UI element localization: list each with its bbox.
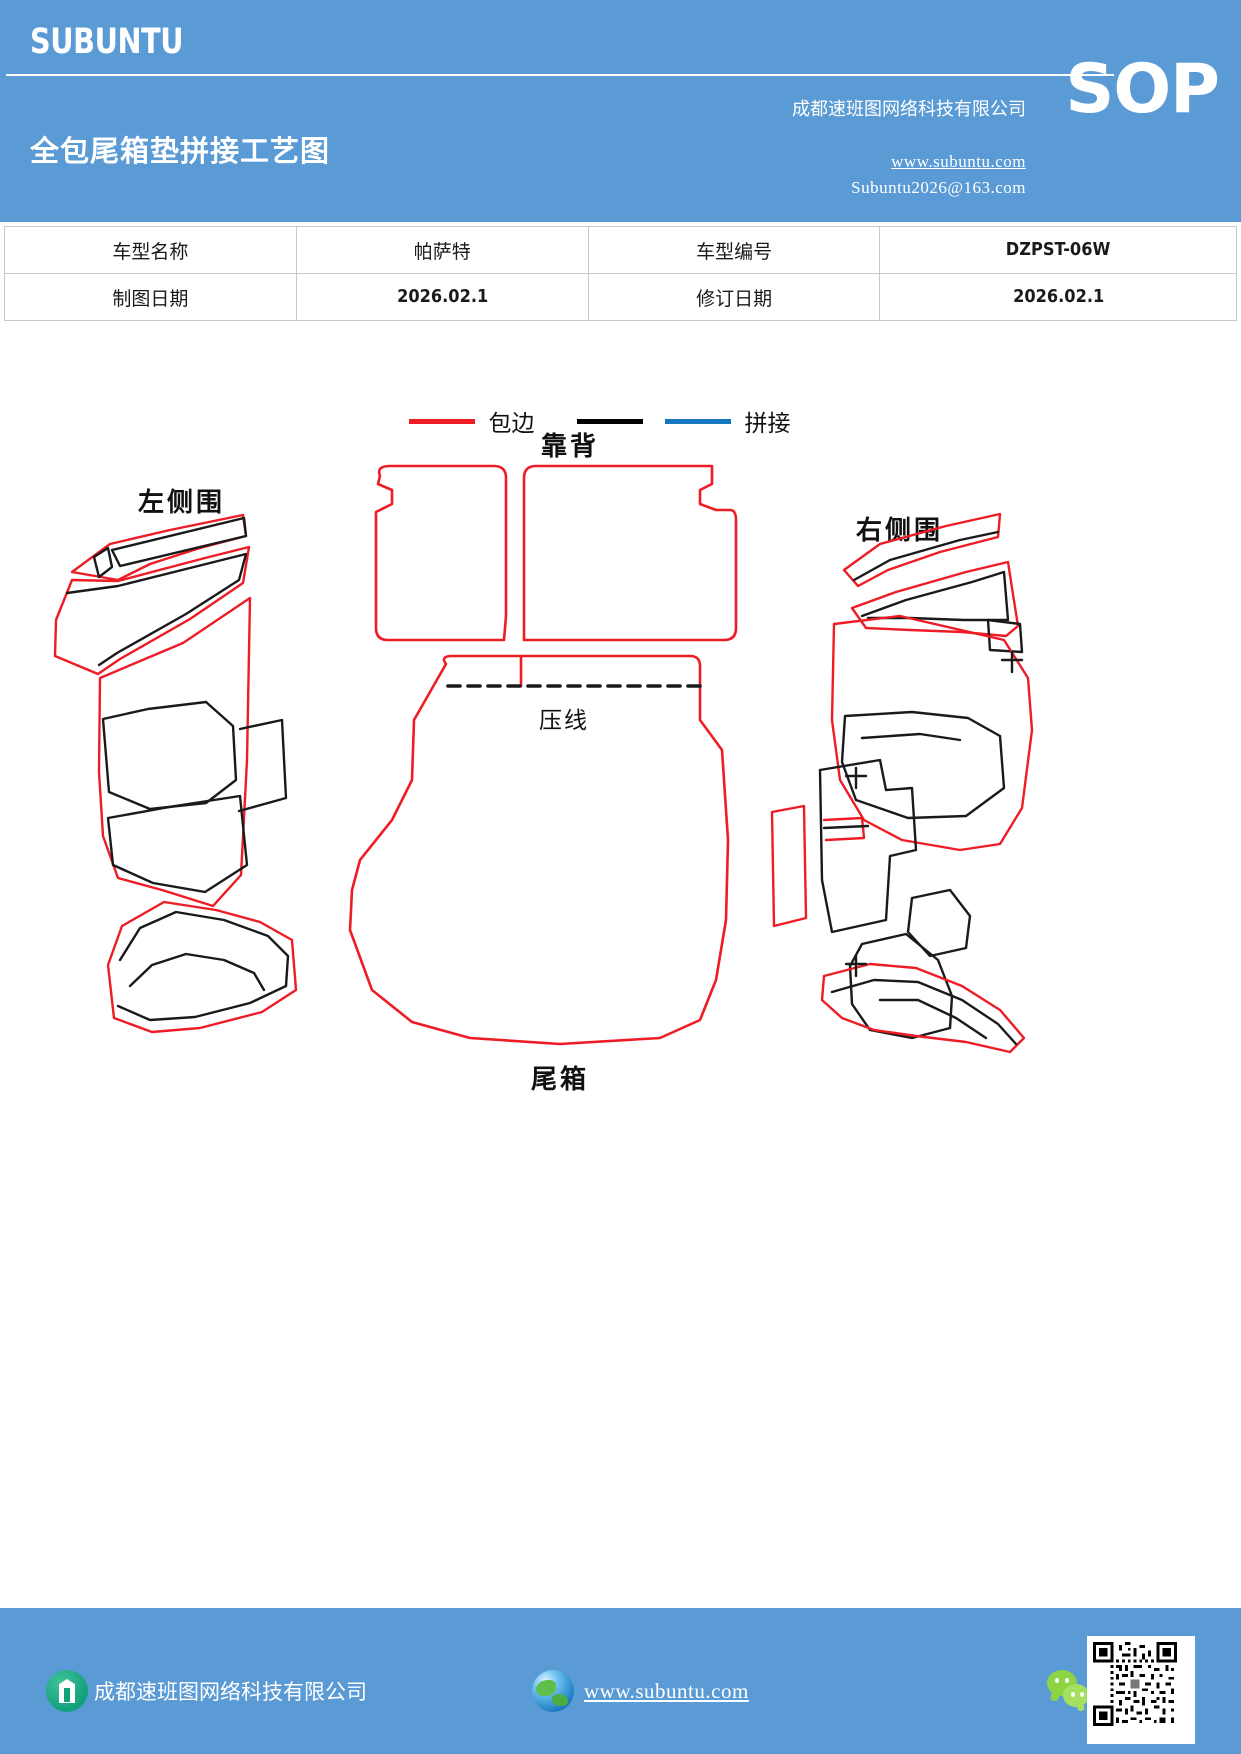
right-panel-piece-5: [822, 816, 866, 842]
legend-swatch-blue: [664, 418, 731, 424]
trunk-mat-outline: [348, 654, 730, 1046]
value-draw-date: 2026.02.1: [295, 273, 589, 321]
label-draw-date: 制图日期: [4, 273, 297, 321]
wechat-eye-4: [1080, 1692, 1084, 1697]
legend-swatch-red: [408, 418, 475, 424]
legend-item-binding: 包边: [408, 404, 577, 438]
footer-website-link[interactable]: www.subuntu.com: [584, 1678, 749, 1703]
label-revise-date: 修订日期: [587, 273, 881, 321]
part-label-backrest: 靠背: [541, 432, 600, 461]
right-panel-piece-6: [820, 962, 1026, 1054]
vehicle-info-table: 车型名称 帕萨特 车型编号 DZPST-06W 制图日期 2026.02.1 修…: [4, 226, 1237, 321]
backrest-left-piece: [374, 464, 508, 642]
notch-mark-2: [844, 766, 868, 790]
label-model-name: 车型名称: [4, 226, 297, 274]
label-model-code: 车型编号: [587, 226, 881, 274]
revise-date-text: 2026.02.1: [1012, 286, 1104, 307]
left-panel-seam-2: [110, 516, 248, 568]
draw-date-text: 2026.02.1: [396, 286, 488, 307]
legend-label-splice: 拼接: [744, 411, 791, 436]
qr-code-svg: [1093, 1642, 1177, 1726]
globe-icon: [532, 1670, 574, 1712]
right-panel-seam-1: [852, 530, 1000, 582]
backrest-right-piece: [522, 464, 738, 642]
left-panel-seam-3: [65, 552, 248, 667]
document-title: 全包尾箱垫拼接工艺图: [30, 134, 331, 168]
left-panel-seam-8: [128, 952, 266, 992]
table-row: 车型名称 帕萨特 车型编号 DZPST-06W: [4, 226, 1237, 274]
header-company-name: 成都速班图网络科技有限公司: [792, 99, 1026, 119]
building-icon: [46, 1670, 88, 1712]
right-panel-seam-8: [906, 888, 972, 958]
part-label-left-panel: 左侧围: [138, 488, 226, 517]
model-code-text: DZPST-06W: [1005, 239, 1111, 260]
left-panel-seam-5: [237, 718, 288, 813]
header-website-link[interactable]: www.subuntu.com: [891, 152, 1026, 171]
left-panel-seam-7: [116, 910, 290, 1022]
left-panel-piece-4: [106, 900, 298, 1034]
wechat-bubble-small: [1063, 1684, 1089, 1707]
notch-mark-3: [844, 954, 868, 978]
page-footer: 成都速班图网络科技有限公司 www.subuntu.com: [0, 1608, 1241, 1754]
part-label-crease: 压线: [539, 708, 589, 733]
right-panel-piece-3: [830, 614, 1034, 852]
wechat-icon: [1047, 1668, 1093, 1714]
value-model-name: 帕萨特: [295, 226, 589, 274]
brand-logo: SUBUNTU: [30, 22, 184, 62]
footer-company: 成都速班图网络科技有限公司: [46, 1670, 367, 1712]
right-panel-seam-9: [848, 932, 954, 1040]
header-email: Subuntu2026@163.com: [851, 178, 1026, 197]
right-panel-seam-11: [878, 998, 988, 1040]
right-panel-seam-6: [818, 758, 918, 934]
left-panel-seam-1: [92, 546, 114, 579]
wechat-eye-2: [1065, 1678, 1069, 1683]
part-label-trunk: 尾箱: [531, 1065, 590, 1094]
right-panel-seam-4: [840, 710, 1006, 820]
footer-website[interactable]: www.subuntu.com: [532, 1670, 749, 1712]
legend-label-binding: 包边: [488, 411, 535, 436]
sop-badge: SOP: [1065, 50, 1220, 129]
right-panel-piece-4: [770, 804, 808, 928]
notch-mark-1: [1000, 650, 1024, 674]
legend: 包边 拼接: [0, 404, 1241, 438]
table-row: 制图日期 2026.02.1 修订日期 2026.02.1: [4, 273, 1237, 321]
right-panel-seam-7: [822, 824, 870, 830]
wechat-eye-1: [1055, 1678, 1059, 1683]
header-divider: [6, 74, 1114, 76]
wechat-eye-3: [1071, 1692, 1075, 1697]
legend-swatch-black: [576, 418, 643, 424]
footer-company-name: 成都速班图网络科技有限公司: [94, 1680, 367, 1704]
value-revise-date: 2026.02.1: [879, 273, 1237, 321]
left-panel-seam-4: [101, 700, 238, 811]
parts-svg: [53, 464, 1034, 1054]
left-panel-seam-6: [106, 794, 249, 894]
right-panel-seam-3: [986, 618, 1024, 654]
left-panel-piece-2: [53, 545, 251, 676]
right-panel-seam-10: [830, 978, 1018, 1046]
right-panel-seam-5: [860, 732, 962, 742]
qr-code: [1087, 1636, 1195, 1744]
right-panel-piece-1: [842, 512, 1002, 588]
right-panel-piece-2: [850, 560, 1020, 638]
legend-item-splice: 拼接: [576, 404, 833, 438]
value-model-code: DZPST-06W: [879, 226, 1237, 274]
page-header: SUBUNTU 全包尾箱垫拼接工艺图 成都速班图网络科技有限公司 www.sub…: [0, 0, 1241, 222]
technical-drawing: 左侧围 靠背 右侧围 压线 尾箱: [0, 420, 1241, 1120]
left-panel-piece-3: [97, 596, 252, 908]
right-panel-seam-2: [860, 570, 1010, 622]
